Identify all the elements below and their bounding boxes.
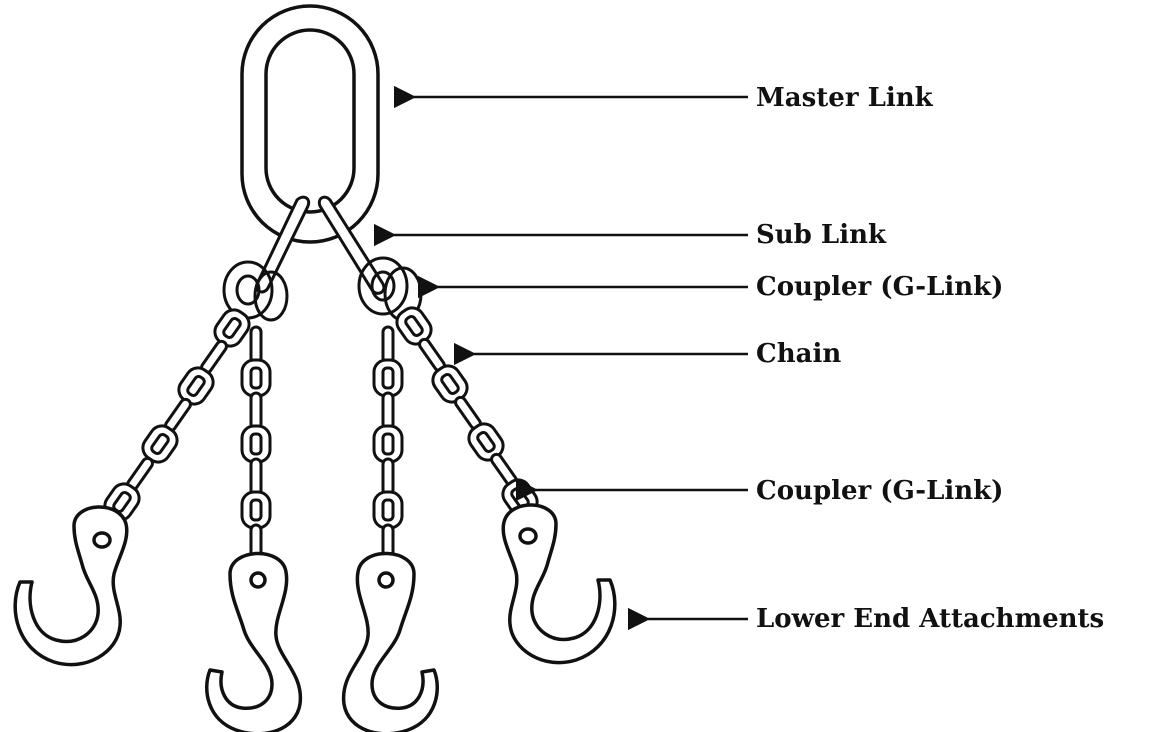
leader-arrows	[373, 85, 748, 631]
master-link-drawing	[240, 4, 380, 244]
label-chain: Chain	[756, 339, 842, 369]
coupler-top-drawing	[222, 256, 423, 322]
label-coupler-bottom: Coupler (G-Link)	[756, 476, 1004, 506]
chain-drawing	[103, 306, 539, 563]
label-master-link: Master Link	[756, 83, 933, 113]
label-lower-end-attachments: Lower End Attachments	[756, 604, 1105, 634]
label-coupler-top: Coupler (G-Link)	[756, 272, 1004, 302]
lower-end-attachments-drawing	[13, 503, 617, 732]
label-sub-link: Sub Link	[756, 220, 886, 250]
